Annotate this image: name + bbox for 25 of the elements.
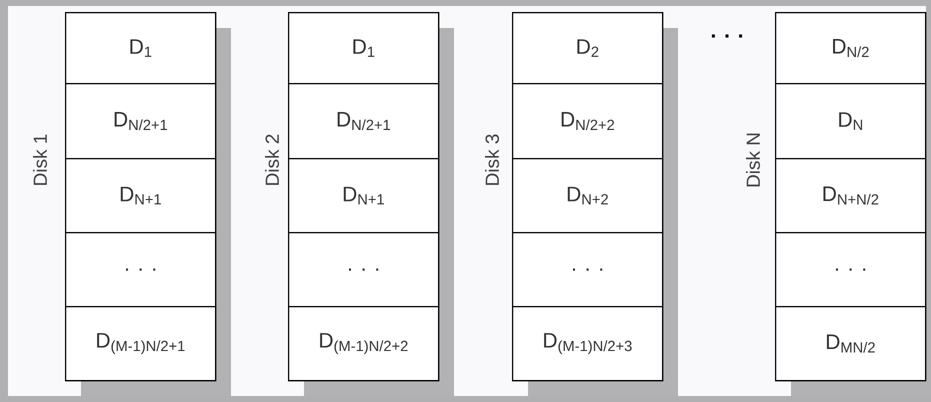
- data-block: D$_{1}$: [288, 12, 440, 84]
- ellipsis: . . .: [712, 34, 742, 38]
- data-block: D$_{N/2+2}$: [512, 83, 664, 160]
- data-block: . . .: [288, 232, 440, 308]
- data-block: D$_{(M-1)N/2+3}$: [512, 306, 664, 382]
- data-block: D$_{N+1}$: [288, 158, 440, 234]
- data-block: D$_{N/2+1}$: [65, 83, 216, 160]
- disk-label: Disk N: [746, 134, 760, 186]
- data-block: D$_{2}$: [512, 12, 664, 84]
- disk-label: Disk 3: [485, 134, 499, 185]
- data-block: . . .: [65, 232, 216, 308]
- data-block: D$_{N+1}$: [65, 158, 216, 234]
- data-block: D$_{N/2}$: [775, 12, 926, 84]
- data-block: D$_{N+N/2}$: [775, 158, 926, 234]
- data-block: D$_{N}$: [775, 83, 926, 160]
- data-block: . . .: [512, 232, 664, 308]
- data-block: D$_{(M-1)N/2+1}$: [65, 306, 216, 382]
- data-block: D$_{N/2+1}$: [288, 83, 440, 160]
- data-block: D$_{MN/2}$: [775, 306, 926, 382]
- disk-label: Disk 1: [33, 134, 47, 185]
- data-block: D$_{N+2}$: [512, 158, 664, 234]
- data-block: . . .: [775, 232, 926, 308]
- data-block: D$_{(M-1)N/2+2}$: [288, 306, 440, 382]
- disk-label: Disk 2: [265, 134, 279, 185]
- data-block: D$_{1}$: [65, 12, 216, 84]
